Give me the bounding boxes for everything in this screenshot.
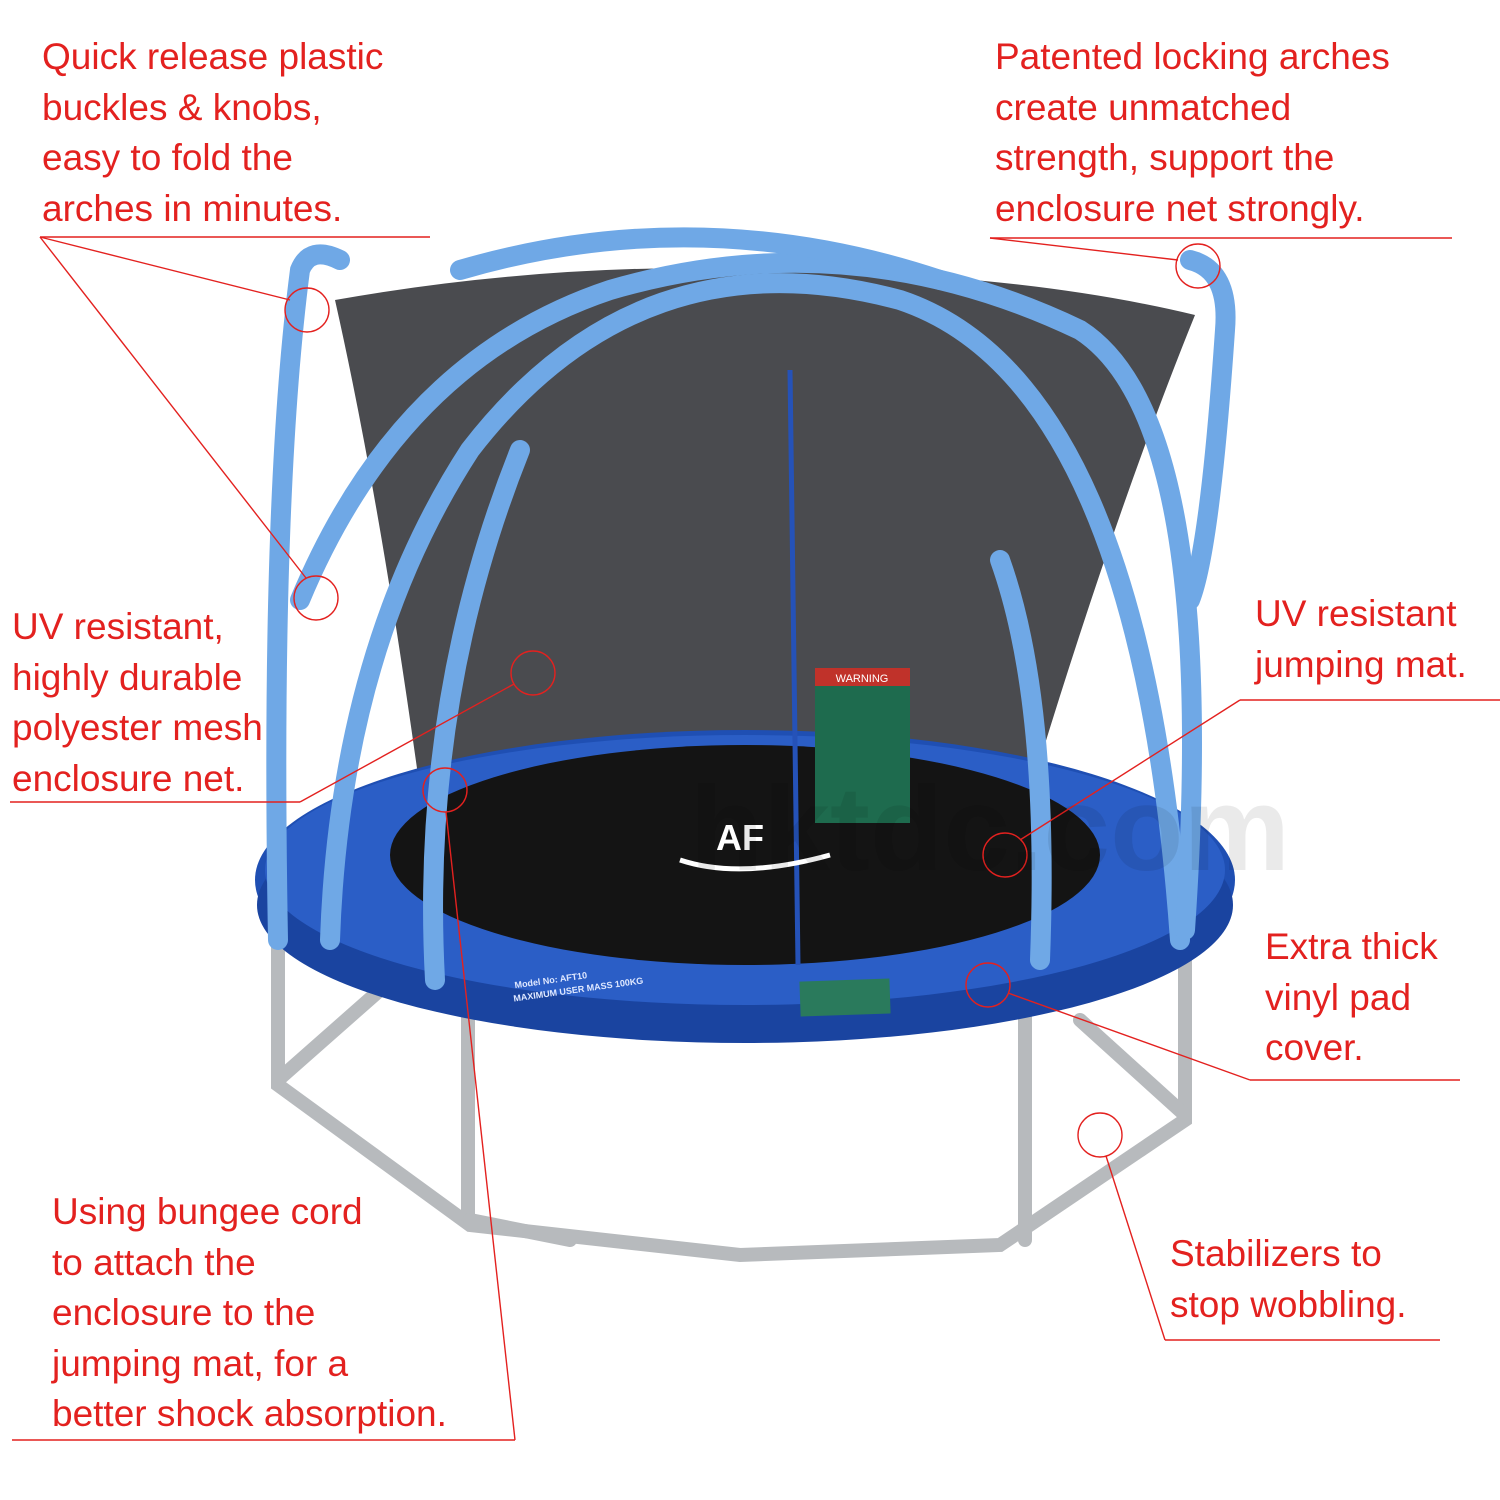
warning-label-text: WARNING bbox=[836, 673, 889, 685]
callout-line: better shock absorption. bbox=[52, 1393, 447, 1434]
callout-line: UV resistant bbox=[1255, 593, 1457, 634]
callout-line: to attach the bbox=[52, 1241, 256, 1283]
callout-line: Quick release plastic bbox=[42, 36, 384, 77]
callout-line: enclosure net strongly. bbox=[995, 187, 1365, 229]
callout-line: Stabilizers to bbox=[1170, 1233, 1382, 1274]
callout-line: enclosure net. bbox=[12, 757, 245, 799]
callout-line: arches in minutes. bbox=[42, 187, 343, 229]
callout-line: UV resistant, bbox=[12, 606, 224, 647]
callout-pad: Extra thick vinyl pad cover. bbox=[1265, 922, 1438, 1074]
callout-line: Extra thick bbox=[1265, 926, 1438, 967]
watermark: hktdc.com bbox=[690, 762, 1291, 896]
net-warning-sign bbox=[815, 668, 910, 823]
callout-net: UV resistant, highly durable polyester m… bbox=[12, 602, 263, 804]
callout-line: buckles & knobs, bbox=[42, 86, 322, 128]
callout-line: create unmatched bbox=[995, 86, 1292, 128]
callout-mat: UV resistant jumping mat. bbox=[1255, 589, 1467, 690]
callout-line: cover. bbox=[1265, 1027, 1364, 1068]
brand-logo: AF bbox=[716, 817, 764, 858]
jumping-mat bbox=[390, 745, 1100, 965]
callout-line: Using bungee cord bbox=[52, 1191, 363, 1232]
annotation-leaders bbox=[10, 236, 1500, 1441]
callout-stabilizers: Stabilizers to stop wobbling. bbox=[1170, 1229, 1407, 1330]
callout-line: Patented locking arches bbox=[995, 36, 1390, 77]
callout-line: jumping mat, for a bbox=[52, 1342, 349, 1384]
callout-line: easy to fold the bbox=[42, 137, 293, 178]
arches bbox=[266, 227, 1236, 990]
callout-line: jumping mat. bbox=[1255, 643, 1467, 685]
callout-bungee: Using bungee cord to attach the enclosur… bbox=[52, 1187, 447, 1440]
callout-arches: Patented locking arches create unmatched… bbox=[995, 32, 1390, 234]
steel-frame bbox=[271, 928, 1192, 1263]
callout-line: polyester mesh bbox=[12, 707, 263, 748]
callout-line: strength, support the bbox=[995, 137, 1335, 178]
callout-line: highly durable bbox=[12, 656, 243, 698]
callout-line: enclosure to the bbox=[52, 1292, 316, 1333]
callout-line: vinyl pad bbox=[1265, 976, 1412, 1018]
callout-line: stop wobbling. bbox=[1170, 1283, 1407, 1325]
callout-buckles: Quick release plastic buckles & knobs, e… bbox=[42, 32, 383, 234]
